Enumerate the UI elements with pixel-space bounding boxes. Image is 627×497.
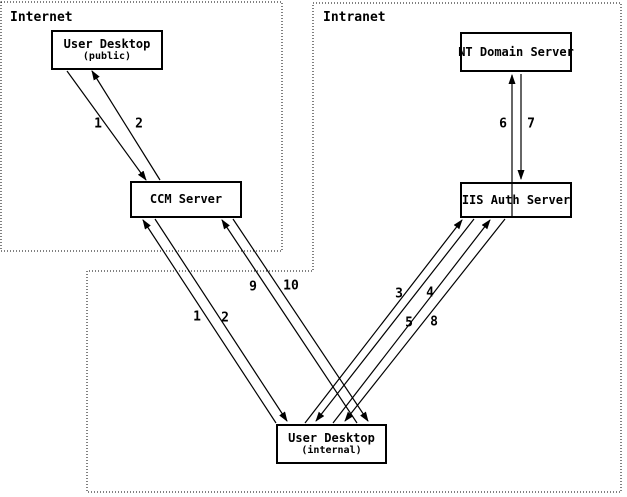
- edge-iis-auth-server-to-user-desktop-internal: [315, 218, 475, 422]
- node-user-desktop-public: User Desktop (public): [51, 30, 163, 70]
- edge-ccm-server-to-user-desktop-public: [91, 70, 161, 181]
- edge-iis-auth-server-to-user-desktop-internal: [344, 218, 506, 422]
- node-title: IIS Auth Server: [461, 192, 571, 207]
- edge-label-2: 2: [221, 310, 229, 326]
- node-subtitle: (internal): [301, 445, 362, 456]
- node-iis-auth-server: IIS Auth Server: [460, 182, 572, 218]
- edge-label-5: 5: [405, 315, 413, 331]
- zone-label-intranet: Intranet: [323, 10, 386, 25]
- edge-label-4: 4: [426, 285, 434, 301]
- node-title: User Desktop: [288, 431, 375, 445]
- edge-label-1: 1: [94, 116, 102, 132]
- node-title: CCM Server: [149, 192, 223, 206]
- edge-user-desktop-internal-to-ccm-server: [142, 219, 277, 424]
- edge-label-6: 6: [499, 116, 507, 132]
- edge-user-desktop-internal-to-iis-auth-server: [304, 219, 463, 424]
- zone-label-internet: Internet: [10, 10, 73, 25]
- node-user-desktop-internal: User Desktop (internal): [276, 424, 387, 464]
- node-title: NT Domain Server: [458, 44, 574, 59]
- edge-ccm-server-to-user-desktop-internal: [232, 218, 369, 422]
- node-title: User Desktop: [63, 37, 151, 51]
- node-subtitle: (public): [82, 51, 132, 62]
- edge-label-8: 8: [430, 314, 438, 330]
- node-ccm-server: CCM Server: [130, 181, 242, 218]
- edge-label-1: 1: [193, 309, 201, 325]
- edge-user-desktop-internal-to-ccm-server: [221, 219, 358, 424]
- edge-label-7: 7: [527, 116, 535, 132]
- node-nt-domain-server: NT Domain Server: [458, 32, 574, 72]
- edge-label-2: 2: [135, 116, 143, 132]
- edge-label-10: 10: [283, 278, 299, 294]
- zone-intranet-outline: [86, 2, 622, 493]
- edge-label-3: 3: [395, 286, 403, 302]
- edge-label-9: 9: [249, 279, 257, 295]
